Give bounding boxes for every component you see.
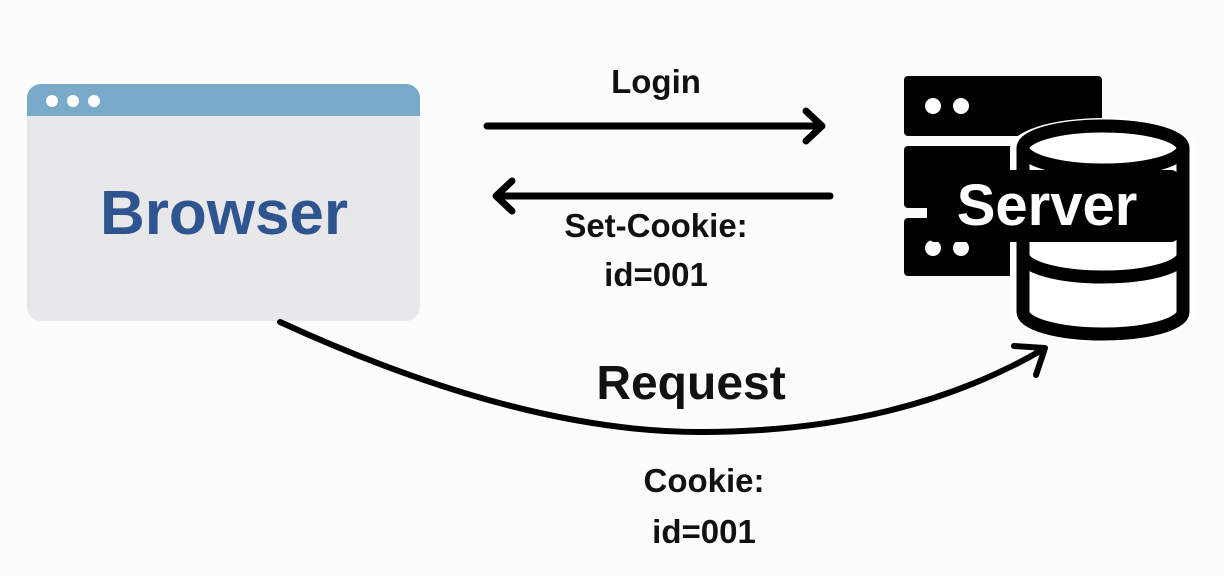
- server-label: Server: [957, 173, 1138, 238]
- browser-window: Browser: [27, 84, 420, 321]
- server-led-icon: [925, 240, 941, 256]
- cookie-value: id=001: [652, 513, 756, 550]
- server-led-icon: [953, 98, 969, 114]
- set-cookie-label: Set-Cookie:: [564, 207, 747, 244]
- browser-titlebar: [27, 84, 420, 116]
- set-cookie-arrow: [492, 177, 834, 215]
- login-arrow: [483, 107, 826, 145]
- login-label: Login: [611, 63, 701, 100]
- server-database-icon: Server: [904, 76, 1196, 342]
- browser-dot-icon: [46, 95, 58, 107]
- cookie-label: Cookie:: [643, 462, 764, 499]
- server-led-icon: [925, 98, 941, 114]
- server-rack-unit: [904, 76, 1102, 136]
- server-led-icon: [953, 240, 969, 256]
- browser-label: Browser: [100, 179, 348, 248]
- browser-window-body: [27, 84, 420, 321]
- request-label: Request: [596, 357, 785, 410]
- server-label-plate: [927, 170, 1179, 242]
- set-cookie-value: id=001: [604, 256, 708, 293]
- browser-dot-icon: [67, 95, 79, 107]
- browser-dot-icon: [88, 95, 100, 107]
- request-arrow: [277, 319, 1048, 435]
